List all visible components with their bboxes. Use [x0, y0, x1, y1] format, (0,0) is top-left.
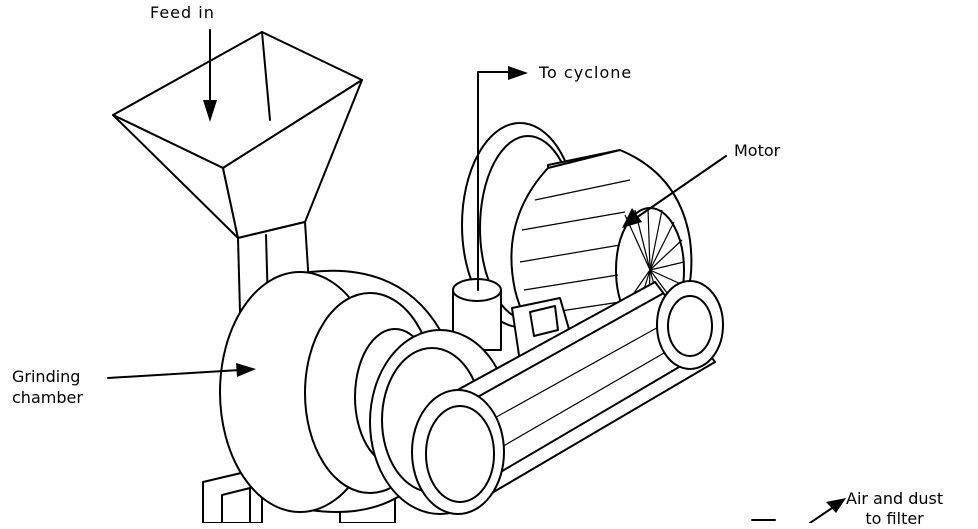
grinding-chamber-label: Grinding chamber: [12, 366, 83, 408]
motor-arrow: [622, 155, 727, 228]
to-cyclone-arrow: [477, 66, 528, 291]
grinding-chamber-arrow: [107, 363, 256, 379]
feed-in-arrow: [203, 29, 217, 122]
to-cyclone-label: To cyclone: [539, 63, 633, 82]
motor-label: Motor: [734, 141, 781, 160]
feed-in-label: Feed in: [150, 3, 215, 22]
belt-drive: [411, 280, 724, 515]
grinding-chamber: [202, 269, 511, 524]
air-dust-label-line2: to filter: [865, 509, 924, 528]
air-dust-arrow: [751, 498, 846, 524]
grinding-chamber-label-line2: chamber: [12, 388, 83, 407]
air-dust-label: Air and dust to filter: [846, 489, 943, 529]
grinding-chamber-label-line1: Grinding: [12, 367, 81, 386]
air-dust-label-line1: Air and dust: [846, 489, 944, 508]
